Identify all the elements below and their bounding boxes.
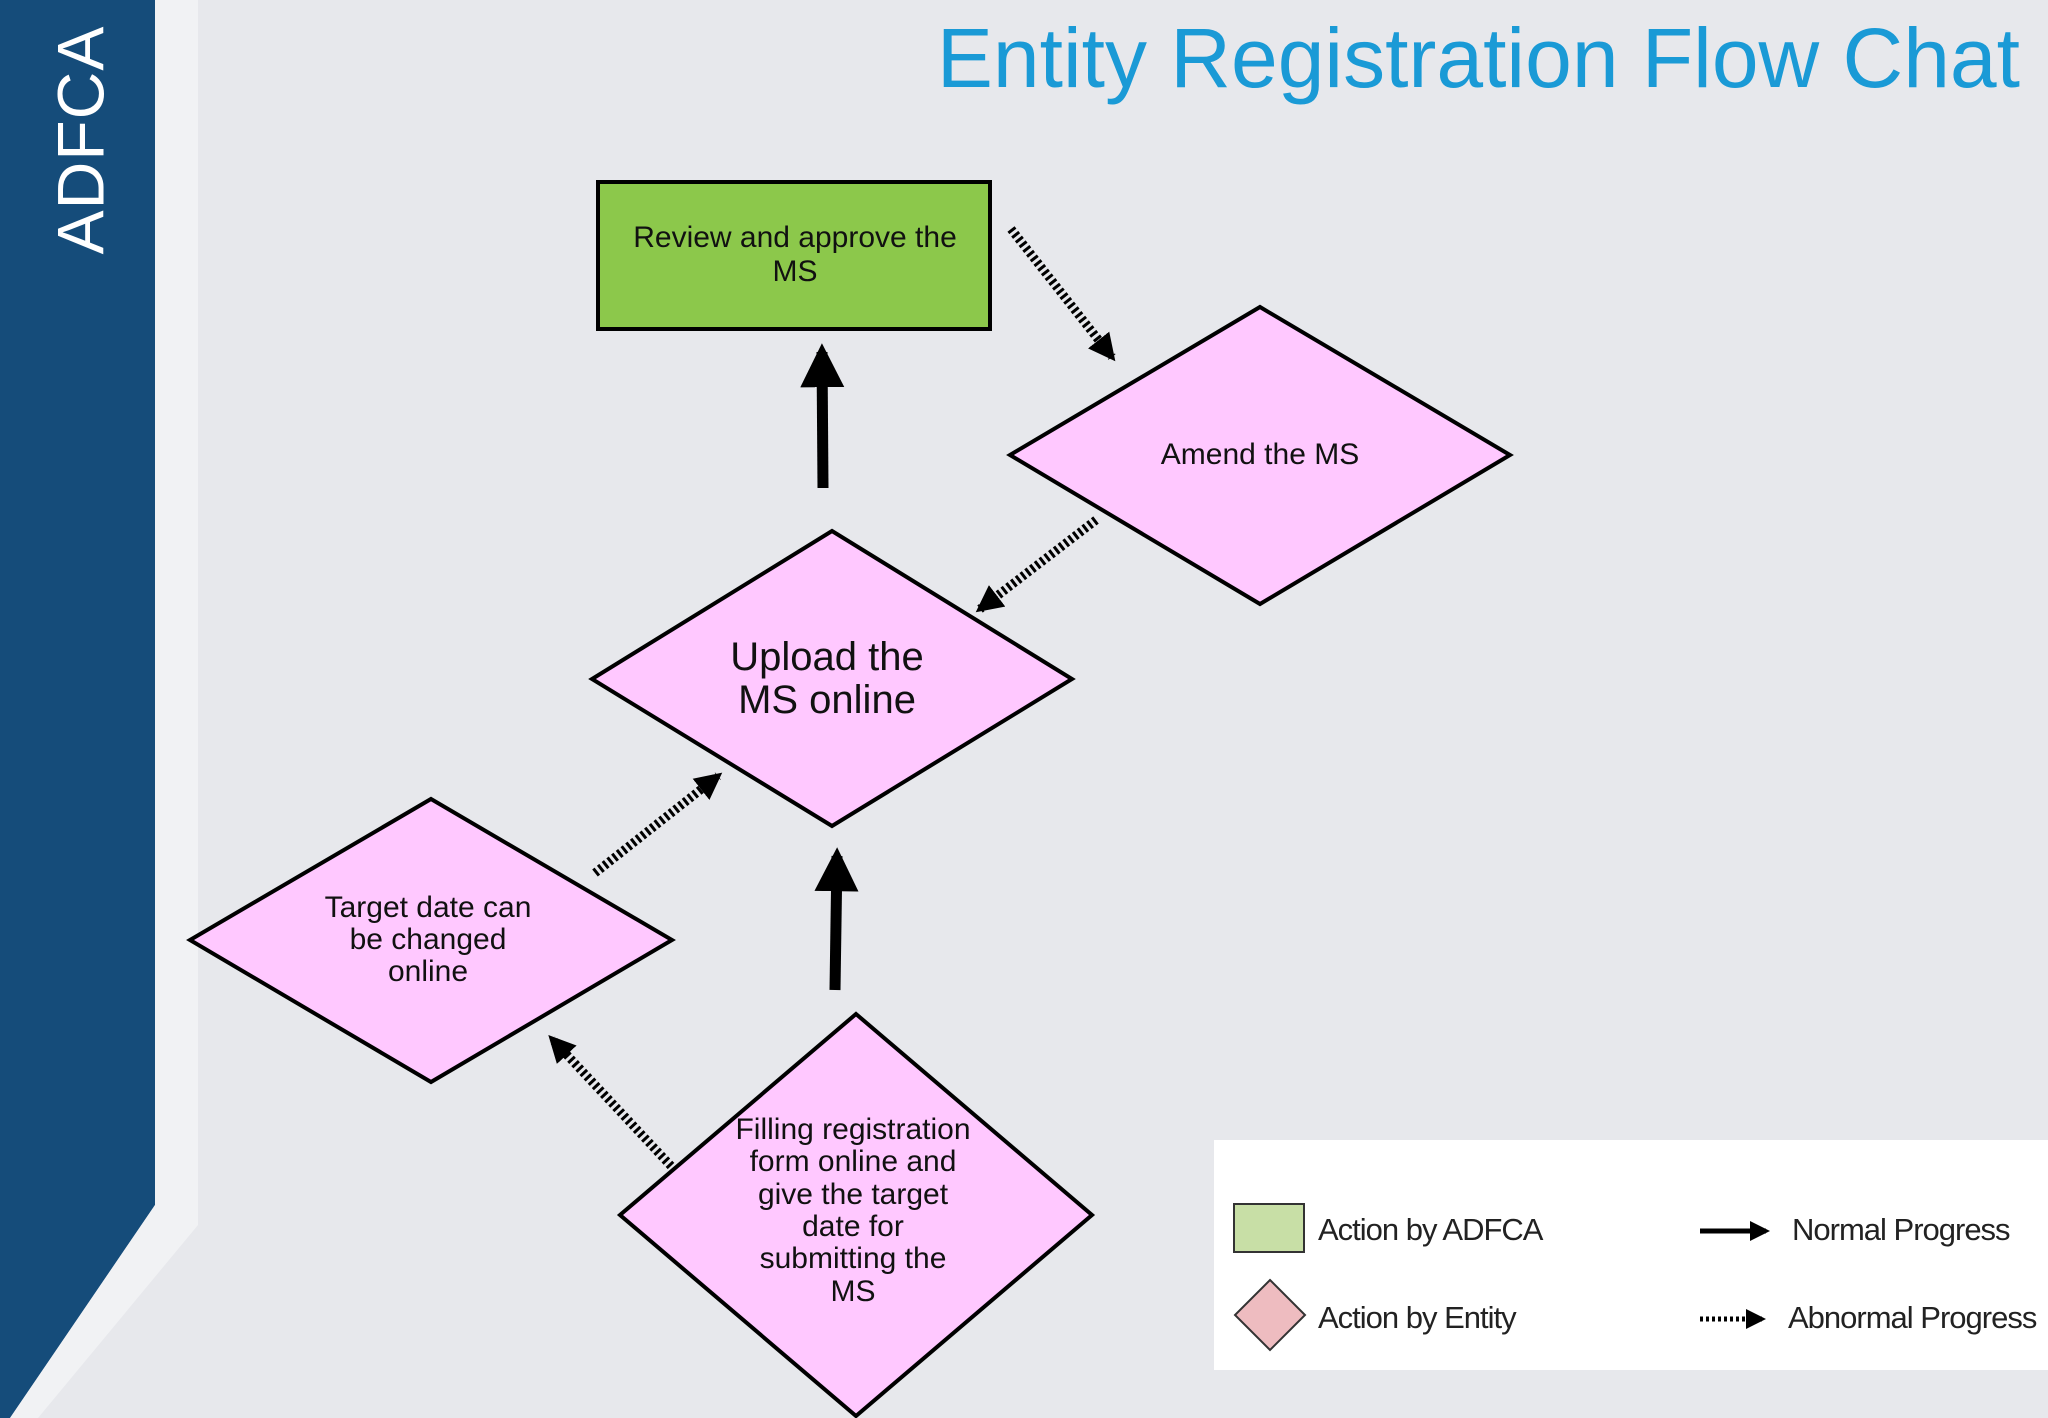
arrow-review-to-amend bbox=[1007, 226, 1116, 362]
legend-panel bbox=[1214, 1140, 2048, 1370]
node-target-shape bbox=[186, 796, 676, 1085]
legend-adfca-swatch bbox=[1233, 1203, 1305, 1253]
arrow-amend-to-upload bbox=[975, 516, 1099, 613]
node-upload-shape bbox=[588, 528, 1076, 829]
node-upload-label: Upload the MS online bbox=[730, 634, 924, 722]
legend-entity-swatch bbox=[1233, 1278, 1307, 1352]
node-review-shape bbox=[596, 180, 992, 331]
arrow-filling-to-target bbox=[548, 1035, 675, 1170]
legend-normal-label: Normal Progress bbox=[1792, 1212, 2011, 1247]
node-filling-shape bbox=[616, 1011, 1096, 1418]
arrow-target-to-upload bbox=[592, 772, 723, 877]
brand-logo-text: ADFCA bbox=[0, 0, 160, 280]
node-review-label: Review and approve the MS bbox=[633, 221, 957, 288]
node-filling-label: Filling registration form online and giv… bbox=[735, 1112, 971, 1308]
arrow-upload-to-review bbox=[800, 343, 845, 489]
legend-adfca-label: Action by ADFCA bbox=[1318, 1212, 1543, 1247]
legend-entity-label: Action by Entity bbox=[1318, 1300, 1517, 1335]
node-amend-label: Amend the MS bbox=[1160, 438, 1360, 472]
page-title: Entity Registration Flow Chat bbox=[936, 11, 2020, 105]
brand-label: ADFCA bbox=[43, 25, 117, 255]
sidebar-band bbox=[0, 0, 155, 1418]
node-amend-shape bbox=[1006, 304, 1514, 607]
arrow-filling-to-upload bbox=[814, 847, 859, 991]
sidebar-shadow bbox=[10, 0, 198, 1418]
node-target-label: Target date can be changed online bbox=[324, 891, 532, 988]
legend-abnormal-label: Abnormal Progress bbox=[1788, 1300, 2037, 1335]
